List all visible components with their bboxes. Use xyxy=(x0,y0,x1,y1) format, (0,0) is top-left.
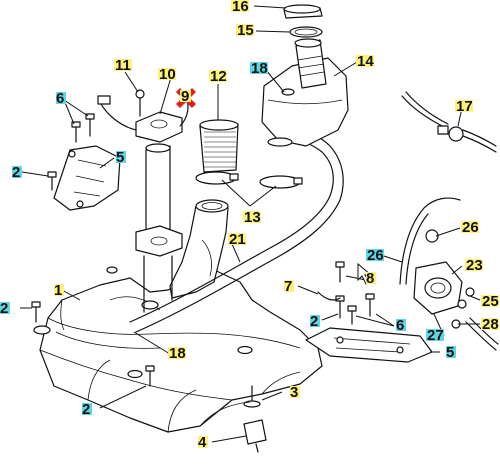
label-4: 4 xyxy=(198,434,207,451)
filler-cap xyxy=(283,4,323,38)
label-26-right: 26 xyxy=(462,219,479,236)
label-23: 23 xyxy=(466,257,483,274)
expansion-tank xyxy=(261,38,349,147)
label-9: 9 xyxy=(181,88,189,105)
label-15: 15 xyxy=(237,22,254,39)
label-5-left: 5 xyxy=(116,149,124,166)
label-16: 16 xyxy=(232,0,249,15)
label-6-right: 6 xyxy=(396,317,404,334)
label-21: 21 xyxy=(229,231,246,248)
drain-tap xyxy=(243,385,267,453)
label-3: 3 xyxy=(290,384,298,401)
label-10: 10 xyxy=(159,66,176,83)
callout-lines xyxy=(20,5,481,443)
bolts xyxy=(31,113,375,387)
label-2-bottom: 2 xyxy=(82,401,90,418)
label-18-top: 18 xyxy=(251,60,268,77)
valve-assembly xyxy=(399,197,499,351)
label-25: 25 xyxy=(482,293,499,310)
label-18-bottom: 18 xyxy=(169,345,186,362)
label-2-upper-left: 2 xyxy=(12,164,20,181)
label-28: 28 xyxy=(482,316,499,333)
label-7: 7 xyxy=(284,278,292,295)
label-5-right: 5 xyxy=(446,344,454,361)
fuel-pump-assembly xyxy=(97,89,189,313)
label-12: 12 xyxy=(210,68,227,85)
label-14: 14 xyxy=(357,53,374,70)
label-13: 13 xyxy=(244,209,261,226)
part-labels: 16 15 14 18 12 10 11 9 6 5 2 13 21 17 26… xyxy=(0,0,499,451)
label-1: 1 xyxy=(54,282,62,299)
label-26-left: 26 xyxy=(367,247,384,264)
label-2-right: 2 xyxy=(310,313,318,330)
breather-pipe xyxy=(129,125,344,333)
bracket-right xyxy=(305,327,433,363)
fuel-filter-element xyxy=(199,119,239,173)
label-6-left: 6 xyxy=(56,90,64,107)
bracket-left xyxy=(53,145,121,211)
hose-clamps xyxy=(195,171,303,189)
label-8: 8 xyxy=(366,270,374,287)
fuel-line-right xyxy=(401,91,497,153)
label-17: 17 xyxy=(456,98,473,115)
label-2-left: 2 xyxy=(0,300,8,317)
label-27: 27 xyxy=(427,327,444,344)
label-11: 11 xyxy=(115,57,131,74)
